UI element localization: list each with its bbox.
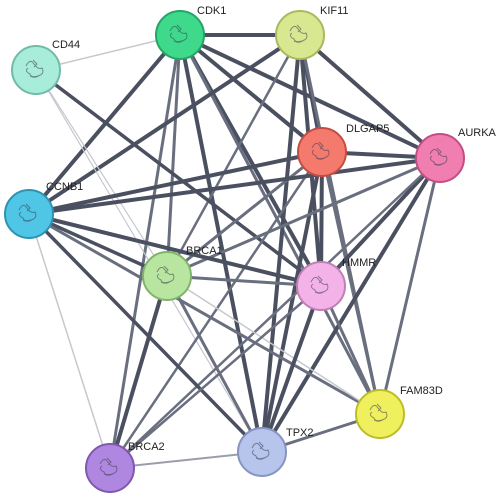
node-brca1[interactable]: BRCA1: [142, 245, 223, 301]
protein-structure-icon: [18, 203, 37, 222]
node-cd44[interactable]: CD44: [11, 39, 80, 95]
edge-brca1-tpx2: [165, 274, 264, 454]
edge-dlgap5-tpx2: [260, 150, 324, 454]
node-label: CD44: [52, 39, 80, 51]
edge-ccnb1-tpx2: [27, 212, 264, 454]
edge-ccnb1-brca2: [28, 213, 111, 469]
edge-ccnb1-fam83d: [27, 212, 382, 416]
edge-dlgap5-ccnb1: [27, 150, 324, 216]
edge-cdk1-ccnb1: [27, 33, 182, 216]
edge-aurka-fam83d: [378, 156, 442, 416]
edge-kif11-aurka: [298, 33, 442, 160]
edge-aurka-ccnb1: [27, 156, 442, 216]
node-label: AURKA: [458, 127, 497, 139]
edge-brca1-fam83d: [166, 275, 381, 415]
edge-cdk1-dlgap5: [178, 33, 324, 154]
node-label: DLGAP5: [346, 123, 389, 135]
node-label: BRCA2: [128, 441, 165, 453]
node-circle[interactable]: [275, 10, 325, 60]
protein-structure-icon: [169, 24, 188, 43]
edge-dlgap5-brca2: [108, 150, 324, 470]
protein-structure-icon: [310, 275, 329, 294]
edge-aurka-hmmr: [319, 156, 442, 288]
edge-kif11-brca1: [165, 33, 302, 278]
node-circle[interactable]: [11, 45, 61, 95]
node-cdk1[interactable]: CDK1: [155, 5, 226, 60]
node-circle[interactable]: [237, 427, 287, 477]
edge-ccnb1-hmmr: [27, 212, 323, 288]
node-label: FAM83D: [400, 385, 443, 397]
edge-ccnb1-brca1: [27, 212, 169, 278]
protein-structure-icon: [429, 147, 448, 166]
node-label: TPX2: [286, 427, 314, 439]
node-label: BRCA1: [186, 245, 223, 257]
node-brca2[interactable]: BRCA2: [85, 441, 165, 493]
edge-dlgap5-fam83d: [320, 150, 382, 416]
edge-aurka-brca2: [108, 156, 442, 470]
edge-cdk1-brca1: [165, 33, 182, 278]
node-circle[interactable]: [296, 261, 346, 311]
edge-cdk1-fam83d: [178, 33, 382, 416]
protein-structure-icon: [369, 403, 388, 422]
node-circle[interactable]: [142, 251, 192, 301]
node-ccnb1[interactable]: CCNB1: [4, 181, 83, 239]
node-circle[interactable]: [415, 133, 465, 183]
protein-structure-icon: [251, 441, 270, 460]
node-tpx2[interactable]: TPX2: [237, 427, 314, 477]
edge-hmmr-brca2: [108, 284, 323, 470]
edge-hmmr-tpx2: [260, 284, 323, 454]
protein-structure-icon: [99, 457, 118, 476]
node-dlgap5[interactable]: DLGAP5: [297, 123, 389, 177]
node-label: CDK1: [197, 5, 226, 17]
node-circle[interactable]: [297, 127, 347, 177]
node-fam83d[interactable]: FAM83D: [355, 385, 443, 439]
node-circle[interactable]: [155, 10, 205, 60]
edge-aurka-brca1: [165, 156, 442, 278]
node-aurka[interactable]: AURKA: [415, 127, 497, 183]
edge-kif11-tpx2: [260, 33, 302, 454]
edge-brca1-hmmr: [165, 274, 323, 288]
node-circle[interactable]: [4, 189, 54, 239]
edge-aurka-tpx2: [260, 156, 442, 454]
edge-brca1-brca2: [108, 274, 169, 470]
node-kif11[interactable]: KIF11: [275, 5, 349, 60]
edge-cdk1-brca2: [108, 33, 182, 470]
node-label: KIF11: [320, 5, 349, 17]
node-label: CCNB1: [46, 181, 83, 193]
edge-cd44-hmmr: [34, 68, 323, 288]
edge-tpx2-brca2: [109, 451, 263, 469]
node-hmmr[interactable]: HMMR: [296, 257, 376, 311]
protein-structure-icon: [311, 141, 330, 160]
protein-structure-icon: [156, 265, 175, 284]
protein-structure-icon: [25, 59, 44, 78]
node-circle[interactable]: [355, 389, 405, 439]
node-circle[interactable]: [85, 443, 135, 493]
protein-structure-icon: [289, 24, 308, 43]
edge-kif11-ccnb1: [27, 33, 302, 216]
node-label: HMMR: [342, 257, 376, 269]
